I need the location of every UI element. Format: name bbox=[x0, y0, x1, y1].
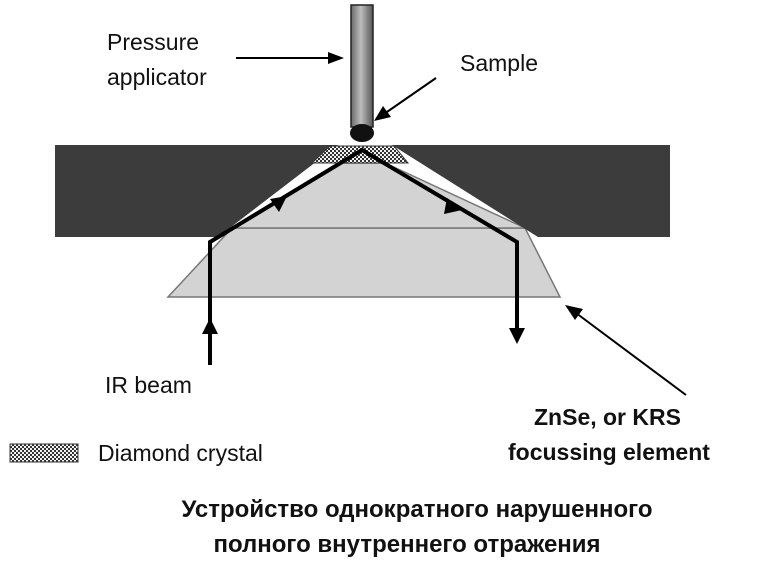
element-pointer-line bbox=[575, 312, 687, 396]
caption-line-2: полного внутреннего отражения bbox=[213, 531, 600, 558]
sample-label: Sample bbox=[460, 50, 538, 76]
sample-pointer-line bbox=[383, 77, 437, 115]
element-label-1: ZnSe, or KRS bbox=[534, 404, 681, 430]
pressure-applicator-rod bbox=[350, 4, 374, 128]
legend-diamond-label: Diamond crystal bbox=[98, 440, 263, 466]
mounting-plate-right bbox=[392, 145, 670, 237]
legend-diamond-swatch bbox=[9, 443, 79, 463]
pressure-applicator-label-1: Pressure bbox=[107, 29, 199, 55]
pressure-applicator-label-2: applicator bbox=[107, 64, 207, 90]
element-label-2: focussing element bbox=[508, 439, 710, 465]
sample bbox=[350, 124, 374, 142]
beam-arrow-down bbox=[509, 328, 525, 344]
beam-arrow-diag-up bbox=[270, 196, 287, 212]
diamond-crystal bbox=[310, 145, 410, 164]
ir-beam-label: IR beam bbox=[105, 372, 192, 398]
beam-arrow-diag-down bbox=[444, 198, 462, 214]
caption-line-1: Устройство однократного нарушенного bbox=[181, 496, 652, 523]
pressure-pointer-head bbox=[328, 52, 344, 64]
mounting-plate bbox=[55, 145, 338, 237]
sample-pointer-head bbox=[374, 106, 391, 121]
beam-arrow-up bbox=[202, 318, 218, 334]
focusing-element bbox=[166, 227, 562, 298]
element-pointer-head bbox=[565, 305, 583, 320]
ir-beam-path bbox=[208, 147, 519, 365]
